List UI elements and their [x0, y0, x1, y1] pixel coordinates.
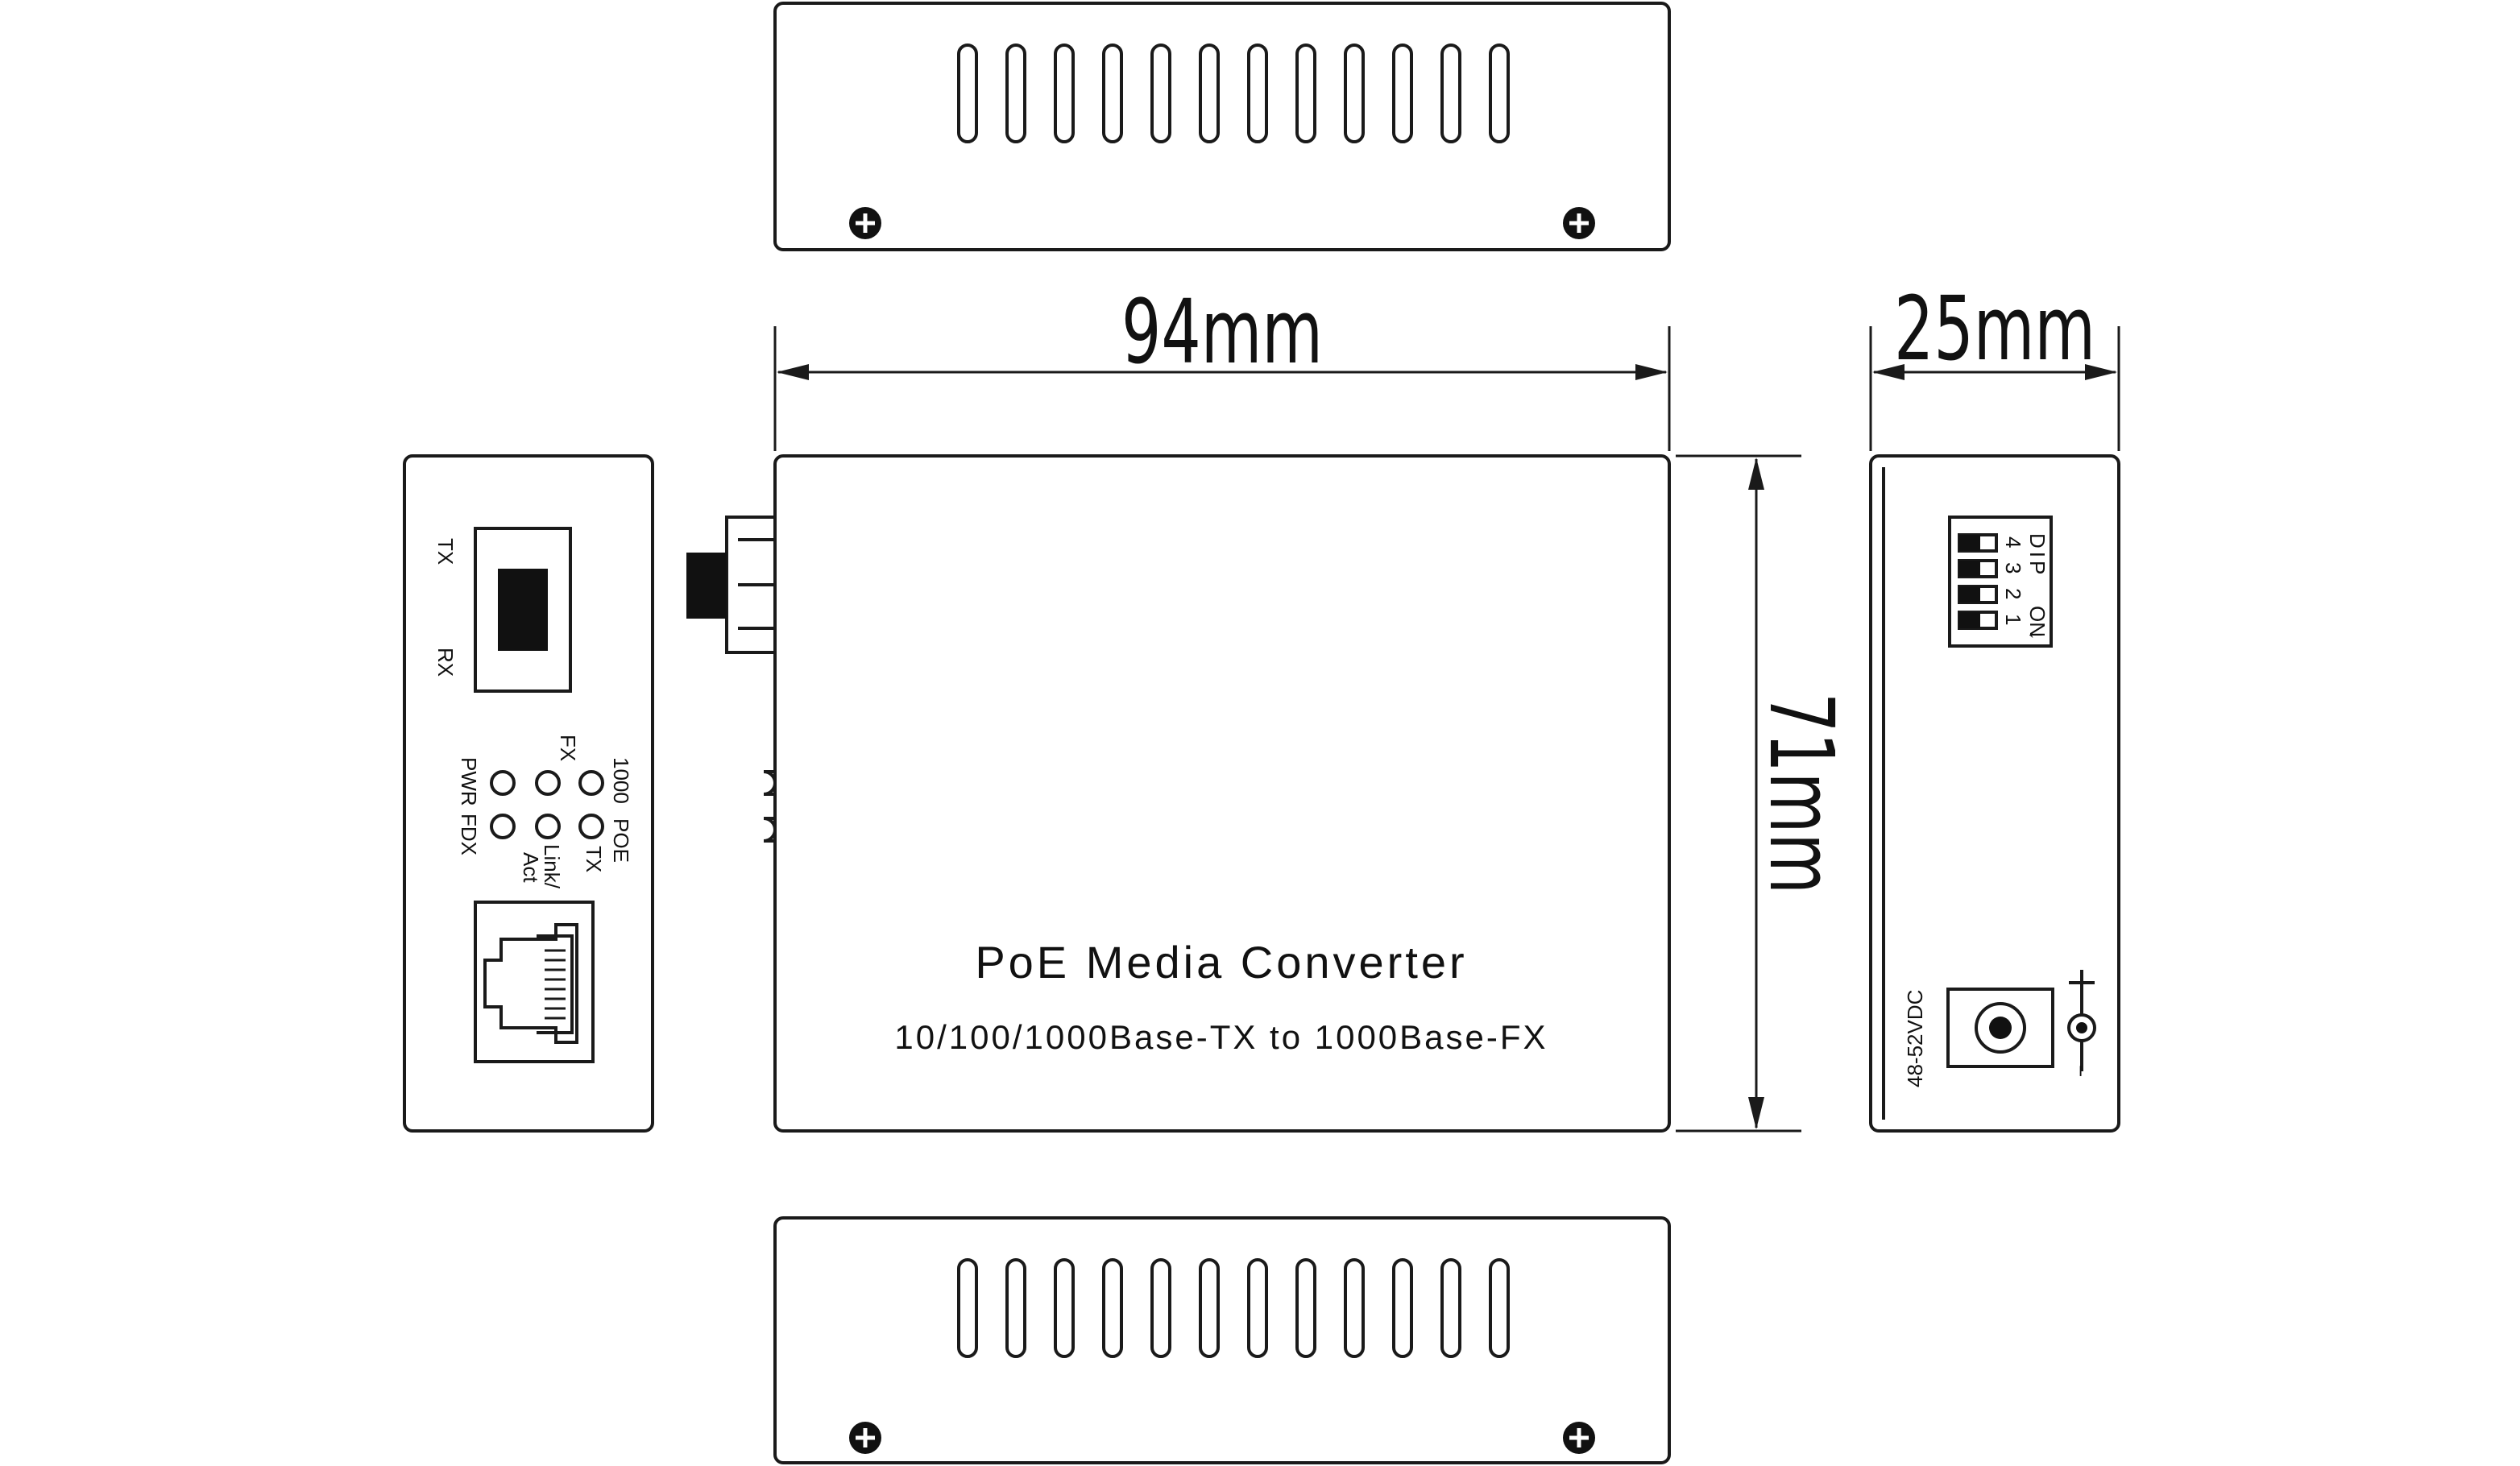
led-indicators	[490, 770, 604, 839]
vent-slot	[1344, 1258, 1365, 1358]
led-label-tx: TX	[582, 846, 606, 872]
bottom-view	[773, 1216, 1671, 1464]
vent-slot	[1392, 43, 1413, 143]
fiber-port	[474, 527, 572, 693]
vent-slot	[1150, 1258, 1171, 1358]
led-pwr	[490, 770, 516, 796]
rear-panel: 4 3 2 1 DIP ON ↓ 48-52VDC + −	[1869, 454, 2120, 1133]
screw-icon	[849, 1422, 881, 1454]
vent-slot	[1054, 43, 1075, 143]
screw-icon	[849, 207, 881, 239]
led-link-act	[535, 814, 561, 839]
vent-slot	[1489, 1258, 1510, 1358]
led-label-poe: POE	[609, 818, 633, 863]
vent-slot	[1102, 43, 1123, 143]
side-view: PoE Media Converter 10/100/1000Base-TX t…	[686, 454, 1671, 1133]
vent-slot	[1295, 43, 1316, 143]
vent-slot	[1150, 43, 1171, 143]
vent-slot	[1247, 43, 1268, 143]
arrow-down-icon: ↓	[2025, 630, 2050, 640]
vent-slot	[1247, 1258, 1268, 1358]
vent-slot	[1440, 43, 1461, 143]
depth-label: 25mm	[1894, 277, 2095, 380]
vent-slot	[1344, 43, 1365, 143]
vent-slot	[1005, 1258, 1026, 1358]
screw-icon	[1563, 1422, 1595, 1454]
dip-number-2: 2	[2001, 588, 2025, 599]
depth-dimension: 25mm	[1869, 277, 2120, 451]
led-label-link: Link/	[540, 844, 564, 889]
vent-slot	[1392, 1258, 1413, 1358]
dip-title: DIP	[2025, 533, 2050, 578]
tx-label: TX	[433, 538, 458, 565]
product-title: PoE Media Converter	[975, 937, 1467, 988]
vent-slot	[957, 43, 978, 143]
led-label-pwr: PWR	[457, 757, 481, 806]
voltage-label: 48-52VDC	[1903, 990, 1927, 1087]
led-tx	[578, 814, 604, 839]
width-dimension: 94mm	[773, 280, 1671, 451]
led-bump	[763, 817, 777, 843]
dip-number-3: 3	[2001, 562, 2025, 574]
screw-icon	[1563, 207, 1595, 239]
polarity-symbol	[2067, 970, 2096, 1071]
led-label-fdx: FDX	[457, 814, 481, 855]
led-fx	[535, 770, 561, 796]
minus-label: −	[2069, 1065, 2093, 1077]
vent-slot	[1102, 1258, 1123, 1358]
dc-power-jack	[1946, 988, 2054, 1068]
vent-slot	[957, 1258, 978, 1358]
vent-slot	[1054, 1258, 1075, 1358]
led-fdx	[490, 814, 516, 839]
rj45-port	[474, 901, 595, 1063]
width-label: 94mm	[1121, 280, 1323, 383]
vent-slot	[1489, 43, 1510, 143]
dip-on-label: ON	[2025, 606, 2050, 637]
led-bump	[763, 770, 777, 796]
vent-slot	[1440, 1258, 1461, 1358]
led-label-fx: FX	[556, 735, 580, 761]
top-vent-slots	[957, 43, 1510, 143]
height-label: 71mm	[1750, 693, 1853, 894]
dip-number-1: 1	[2001, 614, 2025, 625]
vent-slot	[1199, 1258, 1220, 1358]
led-label-1000: 1000	[609, 757, 633, 804]
height-dimension: 71mm	[1676, 454, 1853, 1133]
dip-switch[interactable]	[1948, 516, 2053, 648]
bottom-vent-slots	[957, 1258, 1510, 1358]
led-label-act: Act	[519, 852, 543, 883]
led-1000	[578, 770, 604, 796]
vent-slot	[1295, 1258, 1316, 1358]
product-subtitle: 10/100/1000Base-TX to 1000Base-FX	[894, 1018, 1548, 1056]
front-panel: TX RX PWR FDX FX Link/ Act 1000 TX POE	[403, 454, 654, 1133]
rx-label: RX	[433, 648, 458, 677]
top-view	[773, 2, 1671, 251]
vent-slot	[1005, 43, 1026, 143]
dip-number-4: 4	[2001, 536, 2025, 548]
vent-slot	[1199, 43, 1220, 143]
fiber-connector	[686, 516, 777, 654]
